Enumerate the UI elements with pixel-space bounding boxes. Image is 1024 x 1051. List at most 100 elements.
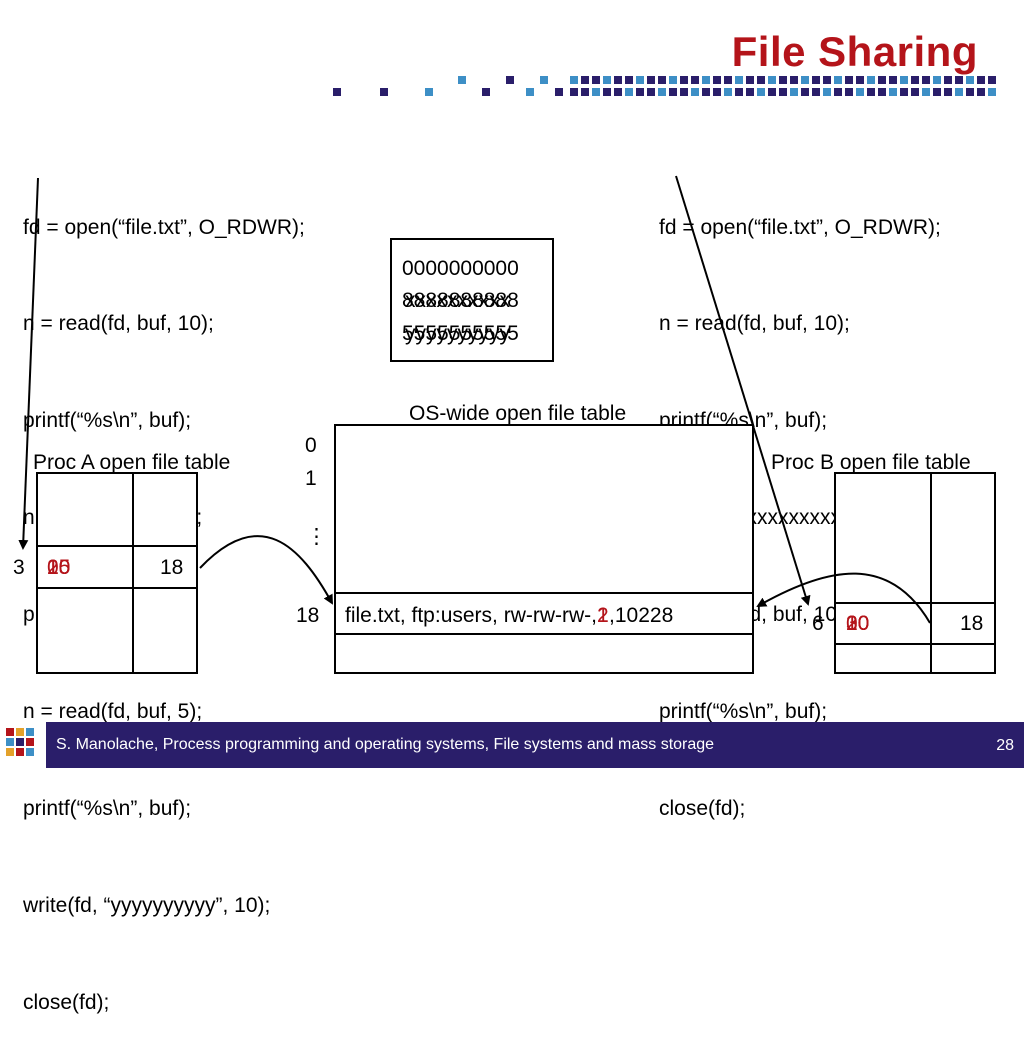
- os-table-row-divider: [334, 633, 754, 635]
- decor-square: [746, 88, 754, 96]
- decor-square: [669, 88, 677, 96]
- decor-square: [757, 76, 765, 84]
- decor-square: [680, 88, 688, 96]
- footer-bar: [0, 722, 1024, 768]
- proc-b-offset-layer: 20: [846, 612, 870, 635]
- decor-square: [823, 88, 831, 96]
- decor-square: [922, 76, 930, 84]
- os-open-file-table: [334, 424, 754, 674]
- decor-square: [889, 76, 897, 84]
- decor-square: [768, 88, 776, 96]
- proc-a-table-col-divider: [132, 472, 134, 674]
- proc-b-code-line: n = read(fd, buf, 10);: [659, 312, 850, 336]
- proc-b-offset-layer: 30: [846, 612, 870, 635]
- os-table-index-0: 0: [305, 434, 317, 457]
- decor-square: [988, 76, 996, 84]
- decor-square: [691, 76, 699, 84]
- proc-a-fd-index: 3: [13, 556, 25, 579]
- decor-square: [955, 76, 963, 84]
- proc-b-table-label: Proc B open file table: [771, 451, 971, 474]
- arrows-layer: [18, 175, 931, 624]
- decor-square: [878, 88, 886, 96]
- decor-square: [878, 76, 886, 84]
- decor-square: [526, 88, 534, 96]
- decor-square: [977, 88, 985, 96]
- decor-square: [911, 76, 919, 84]
- proc-a-code-line: write(fd, “yyyyyyyyyy”, 10);: [23, 893, 271, 917]
- decor-square: [812, 76, 820, 84]
- decor-square: [647, 88, 655, 96]
- decor-square: [845, 76, 853, 84]
- decor-square: [834, 76, 842, 84]
- decor-square: [581, 76, 589, 84]
- decor-square: [636, 76, 644, 84]
- proc-a-code-line: n = read(fd, buf, 10);: [23, 312, 214, 336]
- decor-square: [458, 76, 466, 84]
- os-table-entry-text: file.txt, ftp:users, rw-rw-rw-,: [345, 604, 598, 627]
- proc-a-code-line: n = read(fd, buf, 5);: [23, 700, 203, 724]
- decor-square: [555, 88, 563, 96]
- file-contents-line-3-a: 5555555555: [402, 322, 519, 345]
- decor-square: [724, 76, 732, 84]
- decor-square: [614, 76, 622, 84]
- decor-square: [845, 88, 853, 96]
- proc-a-offset-layer: 15: [47, 556, 71, 579]
- decor-square: [746, 76, 754, 84]
- decor-square: [757, 88, 765, 96]
- proc-a-offset-layer: 20: [47, 556, 71, 579]
- decor-square: [768, 76, 776, 84]
- decor-square: [955, 88, 963, 96]
- decor-square: [647, 76, 655, 84]
- proc-b-table-col-divider: [930, 472, 932, 674]
- decor-square: [867, 76, 875, 84]
- os-table-refcount-old: 2: [597, 604, 609, 627]
- proc-a-pointer: 18: [160, 556, 184, 579]
- decor-square: [779, 76, 787, 84]
- proc-a-offset-layer: 0: [47, 556, 59, 579]
- proc-b-offset-layer: 10: [846, 612, 870, 635]
- os-table-label: OS-wide open file table: [409, 402, 627, 425]
- os-table-ellipsis: ⋮: [306, 525, 327, 548]
- footer-logo-icon: [0, 722, 46, 768]
- decor-square: [889, 88, 897, 96]
- decor-square: [856, 76, 864, 84]
- file-contents-line-2-a: 8888888888: [402, 289, 519, 312]
- os-table-refcount-new: 1: [597, 604, 609, 627]
- decor-square: [735, 76, 743, 84]
- os-table-entry-suffix: ,10228: [609, 604, 674, 627]
- decor-square: [592, 76, 600, 84]
- decor-square: [680, 76, 688, 84]
- decor-square: [801, 88, 809, 96]
- decor-square: [603, 76, 611, 84]
- decor-square: [713, 76, 721, 84]
- os-table-index-18: 18: [296, 604, 320, 627]
- decor-square: [702, 76, 710, 84]
- decor-square: [540, 76, 548, 84]
- decor-square: [790, 76, 798, 84]
- proc-b-to-os-table-arrow: [756, 572, 931, 624]
- file-contents-line-3-b: yyyyyyyyyy: [405, 322, 510, 345]
- file-contents-box: [390, 238, 554, 362]
- proc-a-fd-arrow: [18, 177, 39, 550]
- decor-square: [977, 76, 985, 84]
- decor-square: [702, 88, 710, 96]
- decor-square: [425, 88, 433, 96]
- decor-square: [669, 76, 677, 84]
- slide-title: File Sharing: [731, 28, 978, 75]
- decor-square: [911, 88, 919, 96]
- decor-square: [922, 88, 930, 96]
- decor-square: [823, 76, 831, 84]
- decor-square: [636, 88, 644, 96]
- proc-a-code-line: printf(“%s\n”, buf);: [23, 796, 192, 820]
- decor-square: [380, 88, 388, 96]
- os-table-index-1: 1: [305, 467, 317, 490]
- decor-square: [790, 88, 798, 96]
- decor-square: [867, 88, 875, 96]
- proc-a-code-line: printf(“%s\n”, buf);: [23, 409, 192, 433]
- decor-square: [581, 88, 589, 96]
- decor-square: [724, 88, 732, 96]
- decor-square: [933, 76, 941, 84]
- decor-square: [482, 88, 490, 96]
